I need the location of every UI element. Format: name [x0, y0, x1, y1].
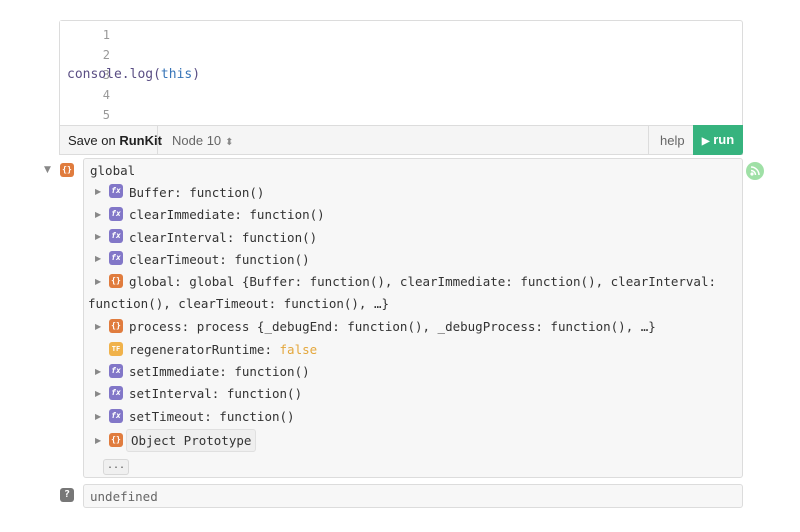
- show-more-button[interactable]: ...: [103, 459, 129, 475]
- tree-item-continuation: function(), clearTimeout: function(), …}: [88, 296, 390, 311]
- play-icon: ▶: [701, 136, 710, 147]
- rss-glyph-icon: [750, 166, 760, 176]
- divider: [648, 126, 649, 154]
- run-button[interactable]: ▶ run: [693, 125, 743, 155]
- object-type-icon: {}: [109, 319, 123, 333]
- tree-item[interactable]: clearImmediate: function(): [129, 207, 325, 222]
- help-button[interactable]: help: [660, 133, 685, 148]
- tree-item[interactable]: clearTimeout: function(): [129, 252, 310, 267]
- expand-triangle-icon[interactable]: ▶: [95, 412, 102, 421]
- function-type-icon: fx: [109, 386, 123, 400]
- property-value: false: [279, 342, 318, 357]
- line-number: 3: [102, 68, 110, 82]
- expand-triangle-icon[interactable]: ▶: [95, 254, 102, 263]
- run-label: run: [713, 132, 735, 147]
- runkit-brand: RunKit: [119, 133, 162, 148]
- object-type-icon: {}: [60, 163, 74, 177]
- line-number: 1: [102, 28, 110, 42]
- undefined-type-icon: ?: [60, 488, 74, 502]
- object-prototype-item[interactable]: Object Prototype: [126, 429, 257, 452]
- function-type-icon: fx: [109, 409, 123, 423]
- notebook-toolbar: Save on RunKit Node 10⬍ help ▶ run: [59, 125, 743, 155]
- tree-item[interactable]: Buffer: function(): [129, 185, 265, 200]
- select-arrows-icon: ⬍: [225, 137, 234, 148]
- line-gutter: 1 2 3 4 5: [60, 21, 118, 127]
- function-type-icon: fx: [109, 251, 123, 265]
- function-type-icon: fx: [109, 184, 123, 198]
- expand-triangle-icon[interactable]: ▶: [95, 389, 102, 398]
- tree-item[interactable]: global: global {Buffer: function(), clea…: [129, 274, 716, 289]
- result-value: undefined: [90, 489, 158, 504]
- object-type-icon: {}: [109, 274, 123, 288]
- function-type-icon: fx: [109, 229, 123, 243]
- line-number: 5: [102, 108, 110, 122]
- line-number: 4: [102, 88, 110, 102]
- expand-triangle-icon[interactable]: ▶: [95, 436, 102, 445]
- output-tree: global ▶ fx Buffer: function() ▶ fx clea…: [83, 158, 743, 478]
- save-prefix: Save on: [68, 133, 120, 148]
- tree-item[interactable]: setTimeout: function(): [129, 409, 295, 424]
- expand-triangle-icon[interactable]: ▶: [95, 367, 102, 376]
- divider: [157, 126, 158, 154]
- rss-icon[interactable]: [746, 162, 764, 180]
- code-editor[interactable]: 1 2 3 4 5 console.log(this): [59, 20, 743, 127]
- collapse-triangle-icon[interactable]: ▼: [44, 165, 51, 175]
- tree-item[interactable]: process: process {_debugEnd: function(),…: [129, 319, 656, 334]
- tree-item: regeneratorRuntime: false: [129, 342, 317, 357]
- tree-item[interactable]: clearInterval: function(): [129, 230, 318, 245]
- expand-triangle-icon[interactable]: ▶: [95, 322, 102, 331]
- code-suffix: ): [192, 67, 201, 82]
- object-type-icon: {}: [109, 433, 123, 447]
- expand-triangle-icon[interactable]: ▶: [95, 232, 102, 241]
- boolean-type-icon: TF: [109, 342, 123, 356]
- property-key: regeneratorRuntime:: [129, 342, 280, 357]
- save-on-runkit-link[interactable]: Save on RunKit: [68, 133, 162, 148]
- runtime-select[interactable]: Node 10⬍: [172, 133, 234, 148]
- root-label: global: [90, 163, 136, 178]
- result-box: undefined: [83, 484, 743, 508]
- code-prefix: console.log(: [67, 67, 161, 82]
- function-type-icon: fx: [109, 364, 123, 378]
- tree-item[interactable]: setImmediate: function(): [129, 364, 310, 379]
- expand-triangle-icon[interactable]: ▶: [95, 187, 102, 196]
- function-type-icon: fx: [109, 207, 123, 221]
- code-keyword: this: [160, 67, 193, 82]
- expand-triangle-icon[interactable]: ▶: [95, 277, 102, 286]
- expand-triangle-icon[interactable]: ▶: [95, 210, 102, 219]
- tree-item[interactable]: setInterval: function(): [129, 386, 303, 401]
- line-number: 2: [102, 48, 110, 62]
- code-line[interactable]: console.log(this): [67, 67, 200, 82]
- runtime-label: Node 10: [172, 133, 222, 148]
